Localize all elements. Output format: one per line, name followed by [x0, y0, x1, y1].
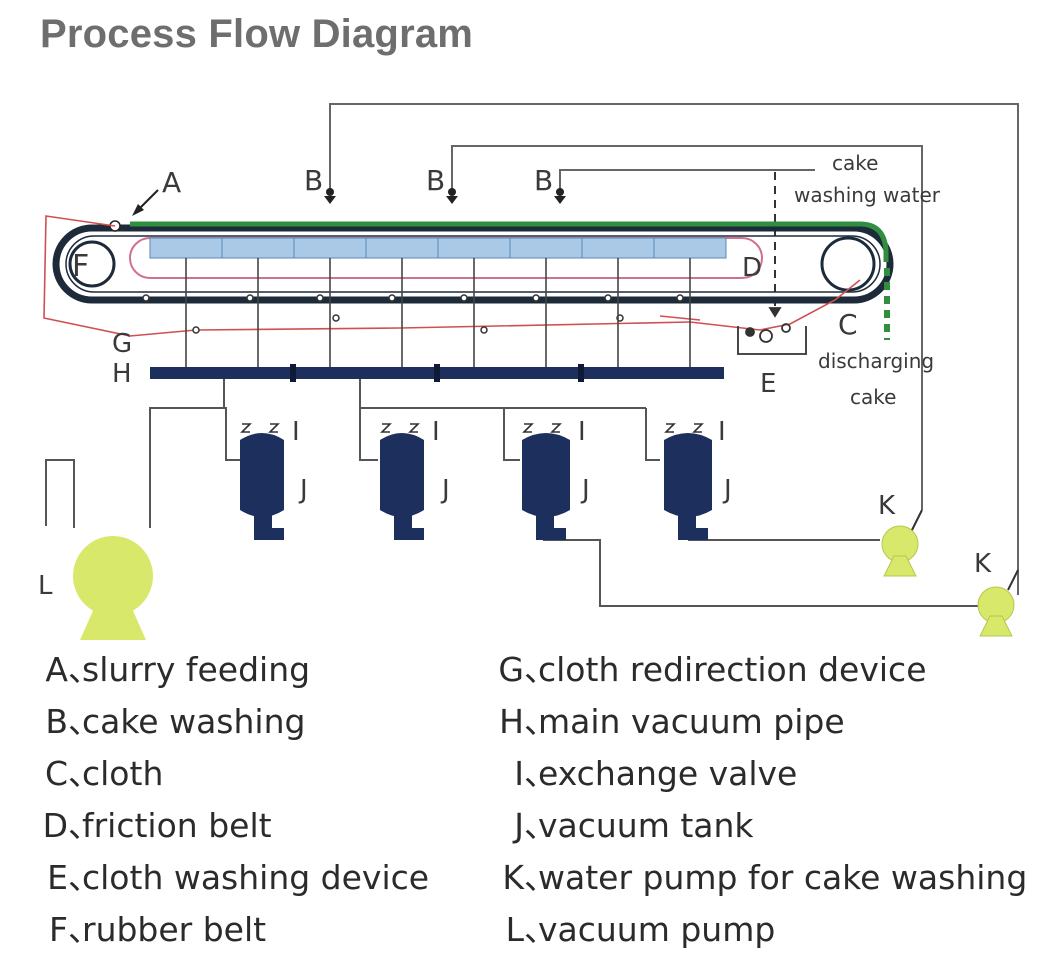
legend-item-l: L、vacuum pump	[505, 910, 776, 949]
legend-item-d: D、friction belt	[42, 806, 272, 845]
vacuum-tanks	[240, 433, 712, 540]
filter-cloth	[43, 215, 861, 337]
label-b3: B	[534, 164, 553, 197]
label-discharging-cake-1: discharging	[818, 349, 934, 373]
legend-item-j: J、vacuum tank	[514, 806, 754, 845]
label-e: E	[760, 369, 776, 399]
support-rollers	[142, 294, 684, 334]
legend-item-f: F、rubber belt	[49, 910, 267, 949]
label-f: F	[72, 249, 89, 284]
label-i2: I	[432, 417, 440, 447]
legend-item-e: E、cloth washing device	[47, 858, 430, 897]
label-i4: I	[718, 417, 726, 447]
label-k2: K	[974, 549, 992, 579]
label-c: C	[838, 308, 858, 341]
label-b2: B	[426, 164, 445, 197]
legend-item-k: K、water pump for cake washing	[502, 858, 1028, 897]
legend-item-g: G、cloth redirection device	[498, 650, 927, 689]
cloth-washing-device	[737, 307, 807, 355]
label-k1: K	[878, 491, 896, 521]
legend-left: A、slurry feeding B、cake washing C、cloth …	[10, 644, 430, 956]
legend-item-a: A、slurry feeding	[45, 650, 311, 689]
exchange-valves	[240, 423, 704, 433]
label-h: H	[112, 359, 132, 389]
page-title: Process Flow Diagram	[40, 12, 474, 56]
label-a: A	[162, 166, 181, 199]
vacuum-lines	[45, 379, 990, 607]
label-j3: J	[580, 475, 590, 505]
vacuum-trays	[149, 237, 727, 259]
label-cake-washing-water-1: cake	[832, 151, 878, 175]
label-i3: I	[578, 417, 586, 447]
legend-item-b: B、cake washing	[45, 702, 306, 741]
label-i1: I	[292, 417, 300, 447]
label-b1: B	[304, 164, 323, 197]
cake-layer	[130, 221, 889, 262]
water-pumps	[881, 525, 1015, 637]
spray-nozzles	[324, 188, 566, 204]
label-j2: J	[440, 475, 450, 505]
legend-item-c: C、cloth	[44, 754, 164, 793]
washing-water-lines	[329, 103, 1019, 595]
label-cake-washing-water-2: washing water	[794, 183, 941, 207]
label-d: D	[742, 253, 762, 283]
label-j1: J	[298, 475, 308, 505]
label-j4: J	[722, 475, 732, 505]
legend-item-i: I、exchange valve	[514, 754, 798, 793]
feed-arrow	[137, 189, 159, 211]
process-flow-diagram: A B B B cake washing water F D C G H E d…	[38, 103, 1019, 640]
drive-roller-left	[68, 240, 116, 288]
label-g: G	[112, 329, 132, 359]
drive-roller-right	[820, 236, 876, 292]
vacuum-pump	[73, 536, 153, 640]
legend-right: G、cloth redirection device H、main vacuum…	[466, 644, 1027, 956]
label-l: L	[38, 571, 53, 601]
legend-item-h: H、main vacuum pipe	[499, 702, 845, 741]
label-discharging-cake-2: cake	[850, 385, 896, 409]
suction-legs	[185, 258, 691, 372]
rubber-belt	[52, 224, 894, 304]
